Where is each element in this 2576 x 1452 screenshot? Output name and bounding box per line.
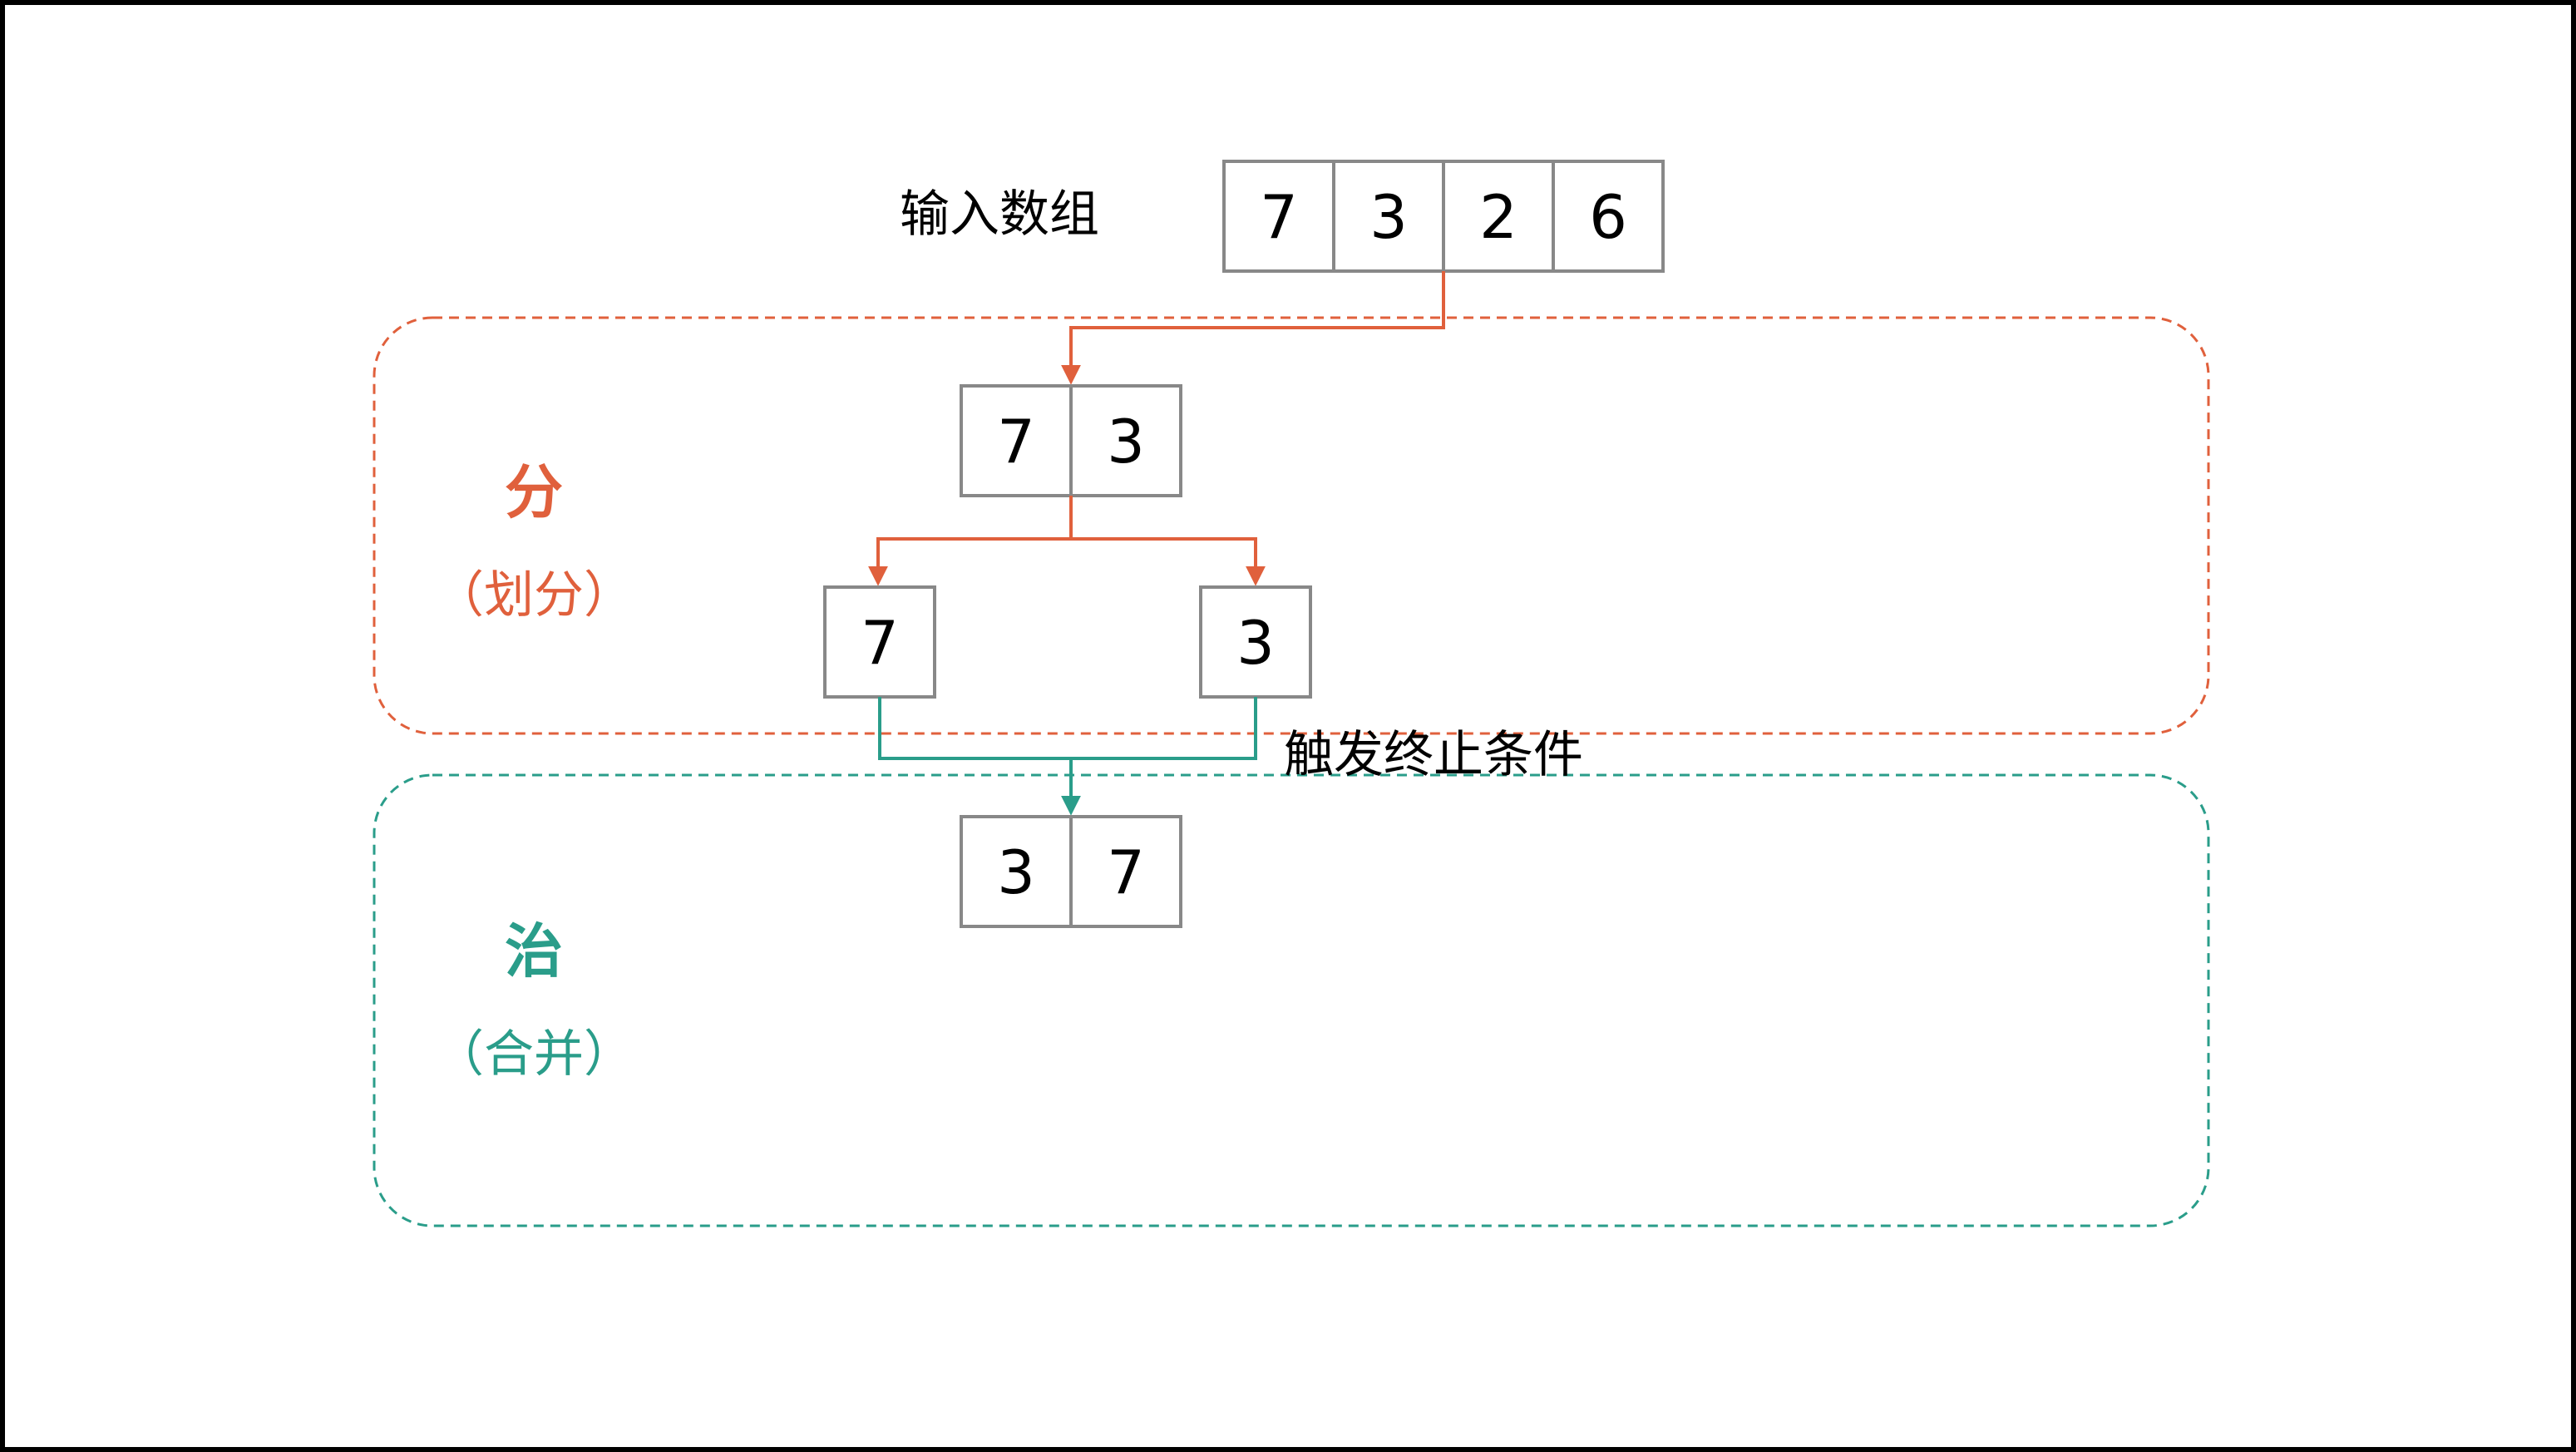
divide-leaves: 7 3 [823, 585, 1312, 699]
array-value: 3 [997, 837, 1035, 907]
array-cell [1552, 160, 1665, 273]
array-value: 2 [1479, 182, 1517, 252]
merge-line-left [878, 697, 1071, 760]
array-value: 6 [1589, 182, 1627, 252]
array-value: 3 [1236, 608, 1275, 678]
merged-array: 3 7 [960, 815, 1182, 928]
array-cell [1069, 384, 1182, 497]
divide-arrow [1061, 271, 1445, 385]
array-cell [960, 815, 1073, 928]
merge-line-right [1071, 697, 1257, 760]
diagram-svg: 输入数组 7 3 2 6 7 3 7 3 触发终止条件 3 7 [373, 160, 2210, 1227]
split-arrow-left [868, 496, 1073, 586]
array-value: 3 [1369, 182, 1408, 252]
diagram-canvas: 输入数组 7 3 2 6 7 3 7 3 触发终止条件 3 7 [5, 5, 2571, 1447]
conquer-region [373, 773, 2210, 1227]
array-value: 7 [997, 407, 1035, 477]
divide-region [373, 316, 2210, 735]
array-cell [1222, 160, 1335, 273]
array-value: 7 [1107, 837, 1145, 907]
array-cell [960, 384, 1073, 497]
split-arrow-right [1071, 537, 1266, 586]
array-value: 7 [861, 608, 899, 678]
input-label: 输入数组 [900, 185, 1099, 244]
array-cell [1332, 160, 1445, 273]
conquer-subtitle: （合并） [434, 1025, 634, 1084]
array-cell [1069, 815, 1182, 928]
array-value: 3 [1107, 407, 1145, 477]
conquer-title: 治 [505, 917, 563, 985]
array-value: 7 [1260, 182, 1298, 252]
divide-subtitle: （划分） [434, 566, 634, 625]
divide-title: 分 [505, 458, 563, 526]
terminate-label: 触发终止条件 [1284, 726, 1583, 784]
divide-subarray: 7 3 [960, 384, 1182, 497]
input-array: 7 3 2 6 [1222, 160, 1665, 273]
